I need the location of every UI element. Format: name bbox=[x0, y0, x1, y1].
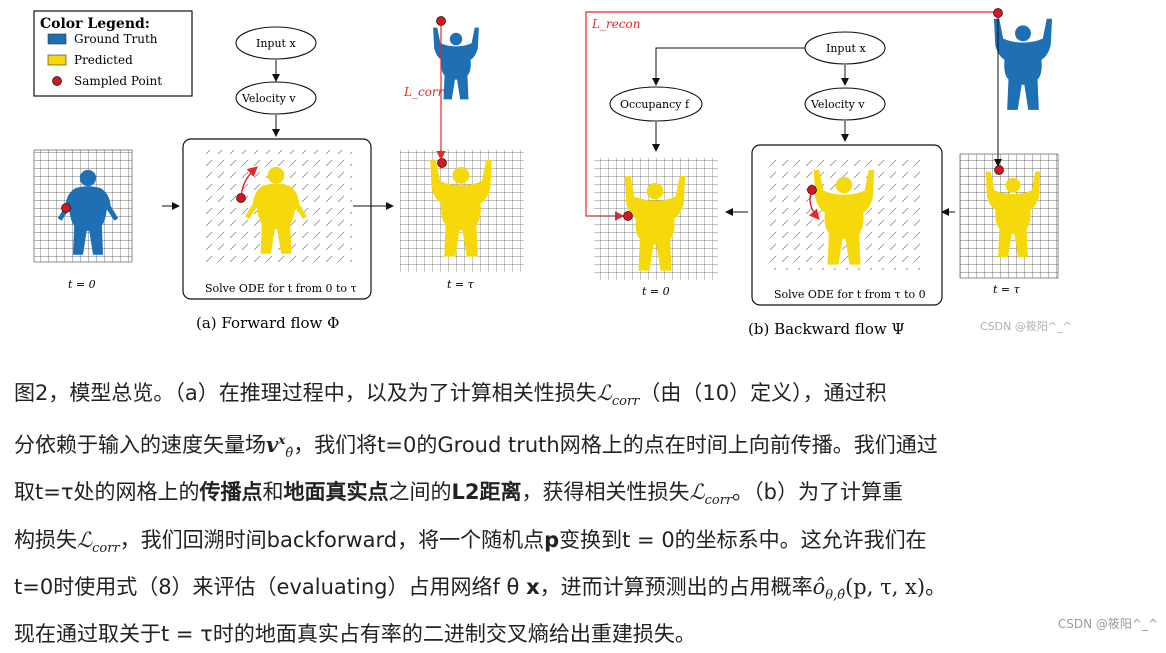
legend-item-pred: Predicted bbox=[74, 53, 133, 67]
forward-ttau-label: t = τ bbox=[447, 278, 475, 291]
bold-propagated-points: 传播点 bbox=[199, 480, 263, 505]
backward-subcaption: (b) Backward flow Ψ bbox=[748, 320, 905, 338]
bold-l2-distance: L2距离 bbox=[451, 480, 522, 505]
caption-text: 。 bbox=[925, 574, 947, 599]
caption-text: 取t=τ处的网格上的 bbox=[14, 480, 200, 505]
forward-subcaption: (a) Forward flow Φ bbox=[196, 314, 339, 332]
caption-text: ，我们将t=0的Groud truth网格上的点在时间上向前传播。我们通过 bbox=[293, 433, 938, 458]
legend-item-gt: Ground Truth bbox=[74, 32, 158, 46]
backward-loss-recon: L_recon bbox=[591, 17, 640, 31]
color-legend: Color Legend: Ground Truth Predicted Sam… bbox=[33, 10, 193, 97]
caption-text: （由（10）定义），通过积 bbox=[639, 381, 887, 405]
caption-text: 构损失 bbox=[14, 527, 77, 552]
caption-text: 变换到t = 0的坐标系中。这允许我们在 bbox=[559, 527, 927, 552]
legend-title: Color Legend: bbox=[40, 16, 150, 32]
backward-flow: L_recon Input x Occupancy f Velocity v t… bbox=[585, 8, 1059, 338]
legend-item-point: Sampled Point bbox=[74, 74, 162, 88]
bold-ground-truth-points: 地面真实点 bbox=[283, 480, 389, 505]
caption-text: 图2，模型总览。（a）在推理过程中，以及为了计算相关性损失 bbox=[14, 381, 597, 405]
backward-occupancy-label: Occupancy f bbox=[620, 98, 690, 111]
caption-text: ，获得相关性损失 bbox=[521, 480, 690, 505]
bold-x: x bbox=[526, 574, 540, 599]
forward-t0-label: t = 0 bbox=[68, 278, 96, 291]
backward-velocity-label: Velocity v bbox=[810, 98, 865, 111]
backward-input-label: Input x bbox=[826, 42, 866, 55]
figure-svg: Color Legend: Ground Truth Predicted Sam… bbox=[33, 8, 1059, 338]
caption-text: t=0时使用式（8）来评估（evaluating）占用网络f θ bbox=[14, 574, 527, 599]
figure: Color Legend: Ground Truth Predicted Sam… bbox=[33, 8, 1059, 338]
forward-loss-corr: L_corr bbox=[403, 85, 445, 99]
caption-text: 。（b）为了计算重 bbox=[732, 480, 903, 505]
caption-text: 现在通过取关于t = τ时的地面真实占有率的二进制交叉熵给出重建损失。 bbox=[14, 621, 696, 646]
watermark: CSDN @筱阳^_^ bbox=[1057, 617, 1158, 631]
caption-text: ，进而计算预测出的占用概率 bbox=[539, 574, 813, 599]
backward-solve-ode-label: Solve ODE for t from τ to 0 bbox=[774, 288, 926, 301]
backward-ttau-label: t = τ bbox=[993, 283, 1021, 296]
forward-solve-ode-label: Solve ODE for t from 0 to τ bbox=[205, 282, 357, 295]
math-corr: ℒcorr bbox=[596, 381, 640, 410]
caption-text: 之间的 bbox=[388, 480, 452, 505]
math-occupancy-prob: ôθ,θ̂(p, τ, x) bbox=[812, 574, 926, 603]
math-corr: ℒcorr bbox=[77, 527, 120, 556]
forward-velocity-label: Velocity v bbox=[241, 92, 296, 105]
caption-text: 和 bbox=[262, 480, 284, 505]
caption-text: 分依赖于输入的速度矢量场 bbox=[14, 433, 266, 458]
bold-point-p: p bbox=[544, 527, 560, 552]
figure-caption: 图2，模型总览。（a）在推理过程中，以及为了计算相关性损失ℒcorr（由（10）… bbox=[14, 374, 1124, 653]
math-corr: ℒcorr bbox=[689, 480, 733, 509]
figure-watermark: CSDN @筱阳^_^ bbox=[980, 320, 1072, 333]
forward-input-label: Input x bbox=[256, 37, 296, 50]
math-velocity: vxθ̂ bbox=[266, 432, 294, 462]
backward-t0-label: t = 0 bbox=[642, 285, 670, 298]
forward-flow: Input x Velocity v t = 0 Solve ODE for t… bbox=[33, 16, 524, 332]
caption-text: ，我们回溯时间backforward，将一个随机点 bbox=[119, 527, 545, 552]
